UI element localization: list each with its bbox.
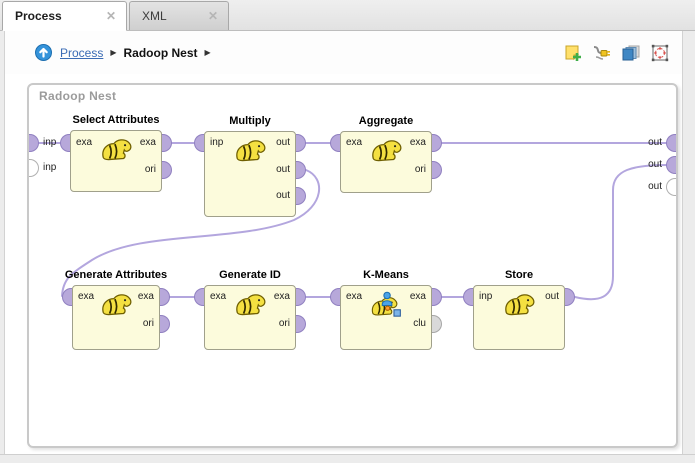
radoop-nest-frame: Radoop Nest: [27, 83, 678, 448]
new-annotation-icon[interactable]: [562, 42, 583, 63]
arrange-operators-icon[interactable]: [620, 42, 641, 63]
port-label: inp: [43, 162, 57, 173]
operator-title: Store: [504, 269, 534, 281]
tab-process[interactable]: Process ✕: [2, 1, 127, 31]
port-label: out: [648, 181, 662, 192]
port-label: exa: [78, 291, 95, 302]
port-label: exa: [76, 137, 93, 148]
port-label: exa: [346, 137, 363, 148]
operator-title: Generate Attributes: [64, 269, 168, 281]
nest-label: Radoop Nest: [39, 89, 117, 103]
close-icon[interactable]: ✕: [207, 9, 218, 23]
port-label: inp: [43, 137, 57, 148]
breadcrumb-link-process[interactable]: Process: [60, 45, 104, 60]
breadcrumb-separator-icon: ▶: [110, 48, 117, 57]
tab-process-label: Process: [15, 9, 62, 23]
port-label: exa: [409, 137, 426, 148]
operator-title: Aggregate: [358, 115, 414, 127]
breadcrumb: Process ▶ Radoop Nest ▶: [5, 31, 682, 74]
port-label: ori: [278, 318, 290, 329]
port-label: out: [276, 137, 290, 148]
operator-title: Generate ID: [219, 269, 281, 281]
port-label: out: [545, 291, 559, 302]
port-label: inp: [210, 137, 224, 148]
port-label: clu: [413, 318, 426, 329]
operator-title: Multiply: [229, 115, 271, 127]
port-label: out: [276, 190, 290, 201]
right-window-edge: [682, 31, 695, 463]
tab-xml[interactable]: XML ✕: [129, 1, 229, 30]
tab-bar: Process ✕ XML ✕: [0, 0, 695, 31]
navigate-up-icon[interactable]: [35, 44, 52, 61]
left-window-edge: [0, 31, 5, 463]
port-label: exa: [273, 291, 290, 302]
auto-wire-icon[interactable]: [591, 42, 612, 63]
breadcrumb-current: Radoop Nest: [123, 45, 198, 60]
port-label: ori: [414, 164, 426, 175]
bottom-window-edge: [0, 454, 695, 463]
port-label: out: [648, 137, 662, 148]
port-label: exa: [409, 291, 426, 302]
operator-aggregate[interactable]: [340, 131, 432, 193]
port-label: inp: [479, 291, 493, 302]
port-label: out: [648, 159, 662, 170]
fit-view-icon[interactable]: [649, 42, 670, 63]
port-label: exa: [346, 291, 363, 302]
port-label: ori: [142, 318, 154, 329]
operator-title: K-Means: [363, 269, 409, 281]
port-label: exa: [210, 291, 227, 302]
port-label: ori: [144, 164, 156, 175]
port-label: out: [276, 164, 290, 175]
operator-title: Select Attributes: [72, 114, 160, 126]
port-label: exa: [137, 291, 154, 302]
port-label: exa: [139, 137, 156, 148]
breadcrumb-separator-icon: ▶: [204, 48, 211, 57]
tab-xml-label: XML: [142, 9, 167, 23]
close-icon[interactable]: ✕: [105, 9, 116, 23]
